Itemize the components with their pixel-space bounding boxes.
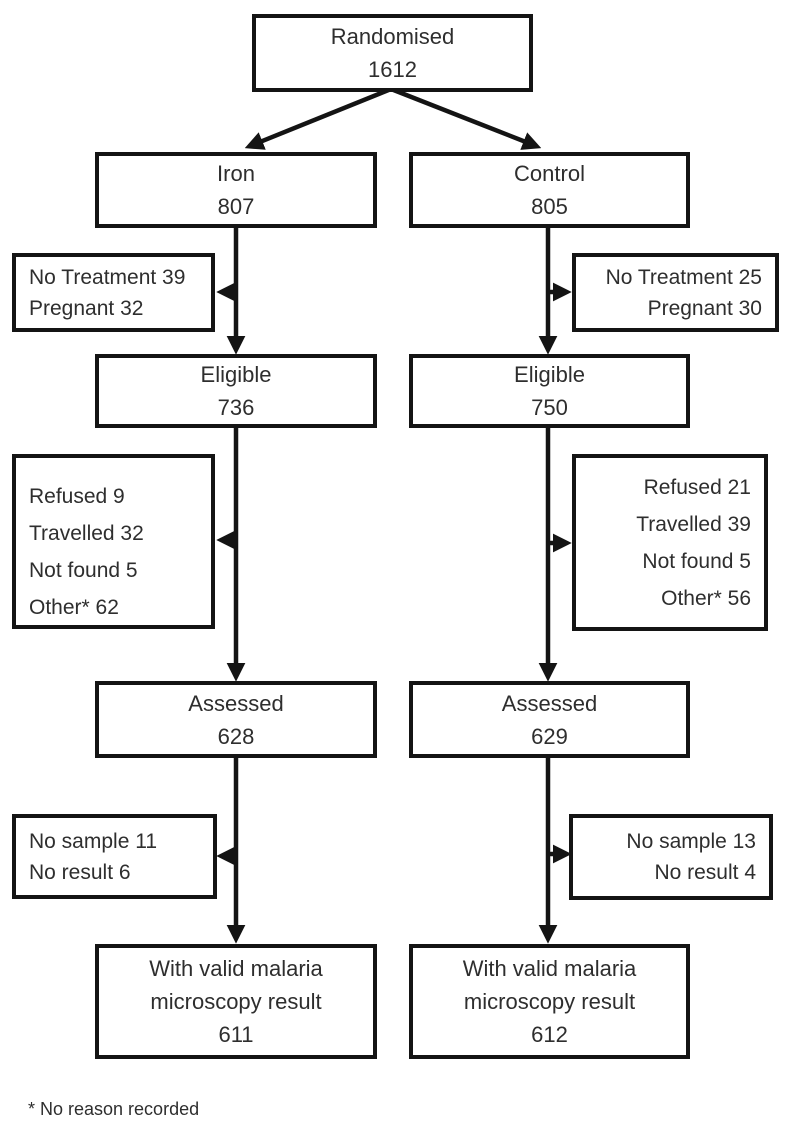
control-label: Control [514, 161, 585, 186]
eligible-box-right: Eligible 750 [409, 354, 690, 428]
no-valid-result-box-left: No sample 11 No result 6 [12, 814, 217, 899]
iron-count: 807 [217, 194, 255, 219]
exclusion-line: Other* 56 [661, 586, 751, 610]
valid-result-label-line: microscopy result [463, 989, 636, 1014]
exclusion-line: Pregnant 30 [647, 296, 762, 320]
exclusion-line: No Treatment 25 [605, 265, 762, 289]
eligible-count: 736 [217, 395, 255, 420]
eligible-count: 750 [531, 395, 568, 420]
arrow-randomised-to-control [390, 86, 542, 150]
valid-result-label-line: microscopy result [150, 989, 322, 1014]
exclusion-line: Travelled 39 [636, 512, 751, 536]
exclusion-line: No sample 11 [29, 829, 158, 853]
randomised-count: 1612 [368, 57, 417, 82]
eligible-label: Eligible [200, 362, 272, 387]
iron-label: Iron [217, 161, 255, 186]
exclusion-line: Travelled 32 [29, 521, 144, 545]
valid-result-box-right: With valid malaria microscopy result 612 [409, 944, 690, 1059]
footnote: * No reason recorded [28, 1099, 200, 1119]
exclusion-line: Refused 21 [643, 475, 751, 499]
exclusion-line: No Treatment 39 [29, 265, 186, 289]
assessed-count: 628 [217, 723, 255, 749]
eligible-label: Eligible [514, 362, 585, 387]
assessed-box-right: Assessed 629 [409, 681, 690, 758]
eligible-box-left: Eligible 736 [95, 354, 377, 428]
valid-result-box-left: With valid malaria microscopy result 611 [95, 944, 377, 1059]
exclusion-line: No result 6 [29, 860, 131, 884]
randomised-box: Randomised 1612 [252, 14, 533, 92]
valid-result-count: 611 [218, 1022, 254, 1047]
arrow-randomised-to-iron [244, 86, 392, 150]
exclusion-line: Pregnant 32 [29, 296, 144, 320]
iron-allocation-box: Iron 807 [95, 152, 377, 228]
assessed-label: Assessed [188, 690, 284, 716]
valid-result-label-line: With valid malaria [462, 956, 637, 981]
assessed-box-left: Assessed 628 [95, 681, 377, 758]
no-valid-result-box-right: No sample 13 No result 4 [569, 814, 773, 900]
not-assessed-box-left: Refused 9 Travelled 32 Not found 5 Other… [12, 454, 215, 629]
exclusion-line: Other* 62 [29, 595, 119, 619]
exclusion-line: No result 4 [654, 861, 756, 884]
control-allocation-box: Control 805 [409, 152, 690, 228]
assessed-count: 629 [531, 723, 568, 749]
valid-result-count: 612 [531, 1022, 568, 1047]
assessed-label: Assessed [501, 690, 598, 716]
exclusion-line: No sample 13 [626, 830, 756, 853]
randomised-label: Randomised [330, 24, 455, 49]
valid-result-label-line: With valid malaria [149, 956, 323, 981]
not-treated-box-right: No Treatment 25 Pregnant 30 [572, 253, 779, 332]
exclusion-line: Refused 9 [29, 484, 125, 508]
exclusion-line: Not found 5 [642, 549, 751, 573]
not-treated-box-left: No Treatment 39 Pregnant 32 [12, 253, 215, 332]
control-count: 805 [531, 194, 568, 219]
not-assessed-box-right: Refused 21 Travelled 39 Not found 5 Othe… [572, 454, 768, 631]
exclusion-line: Not found 5 [29, 558, 138, 582]
